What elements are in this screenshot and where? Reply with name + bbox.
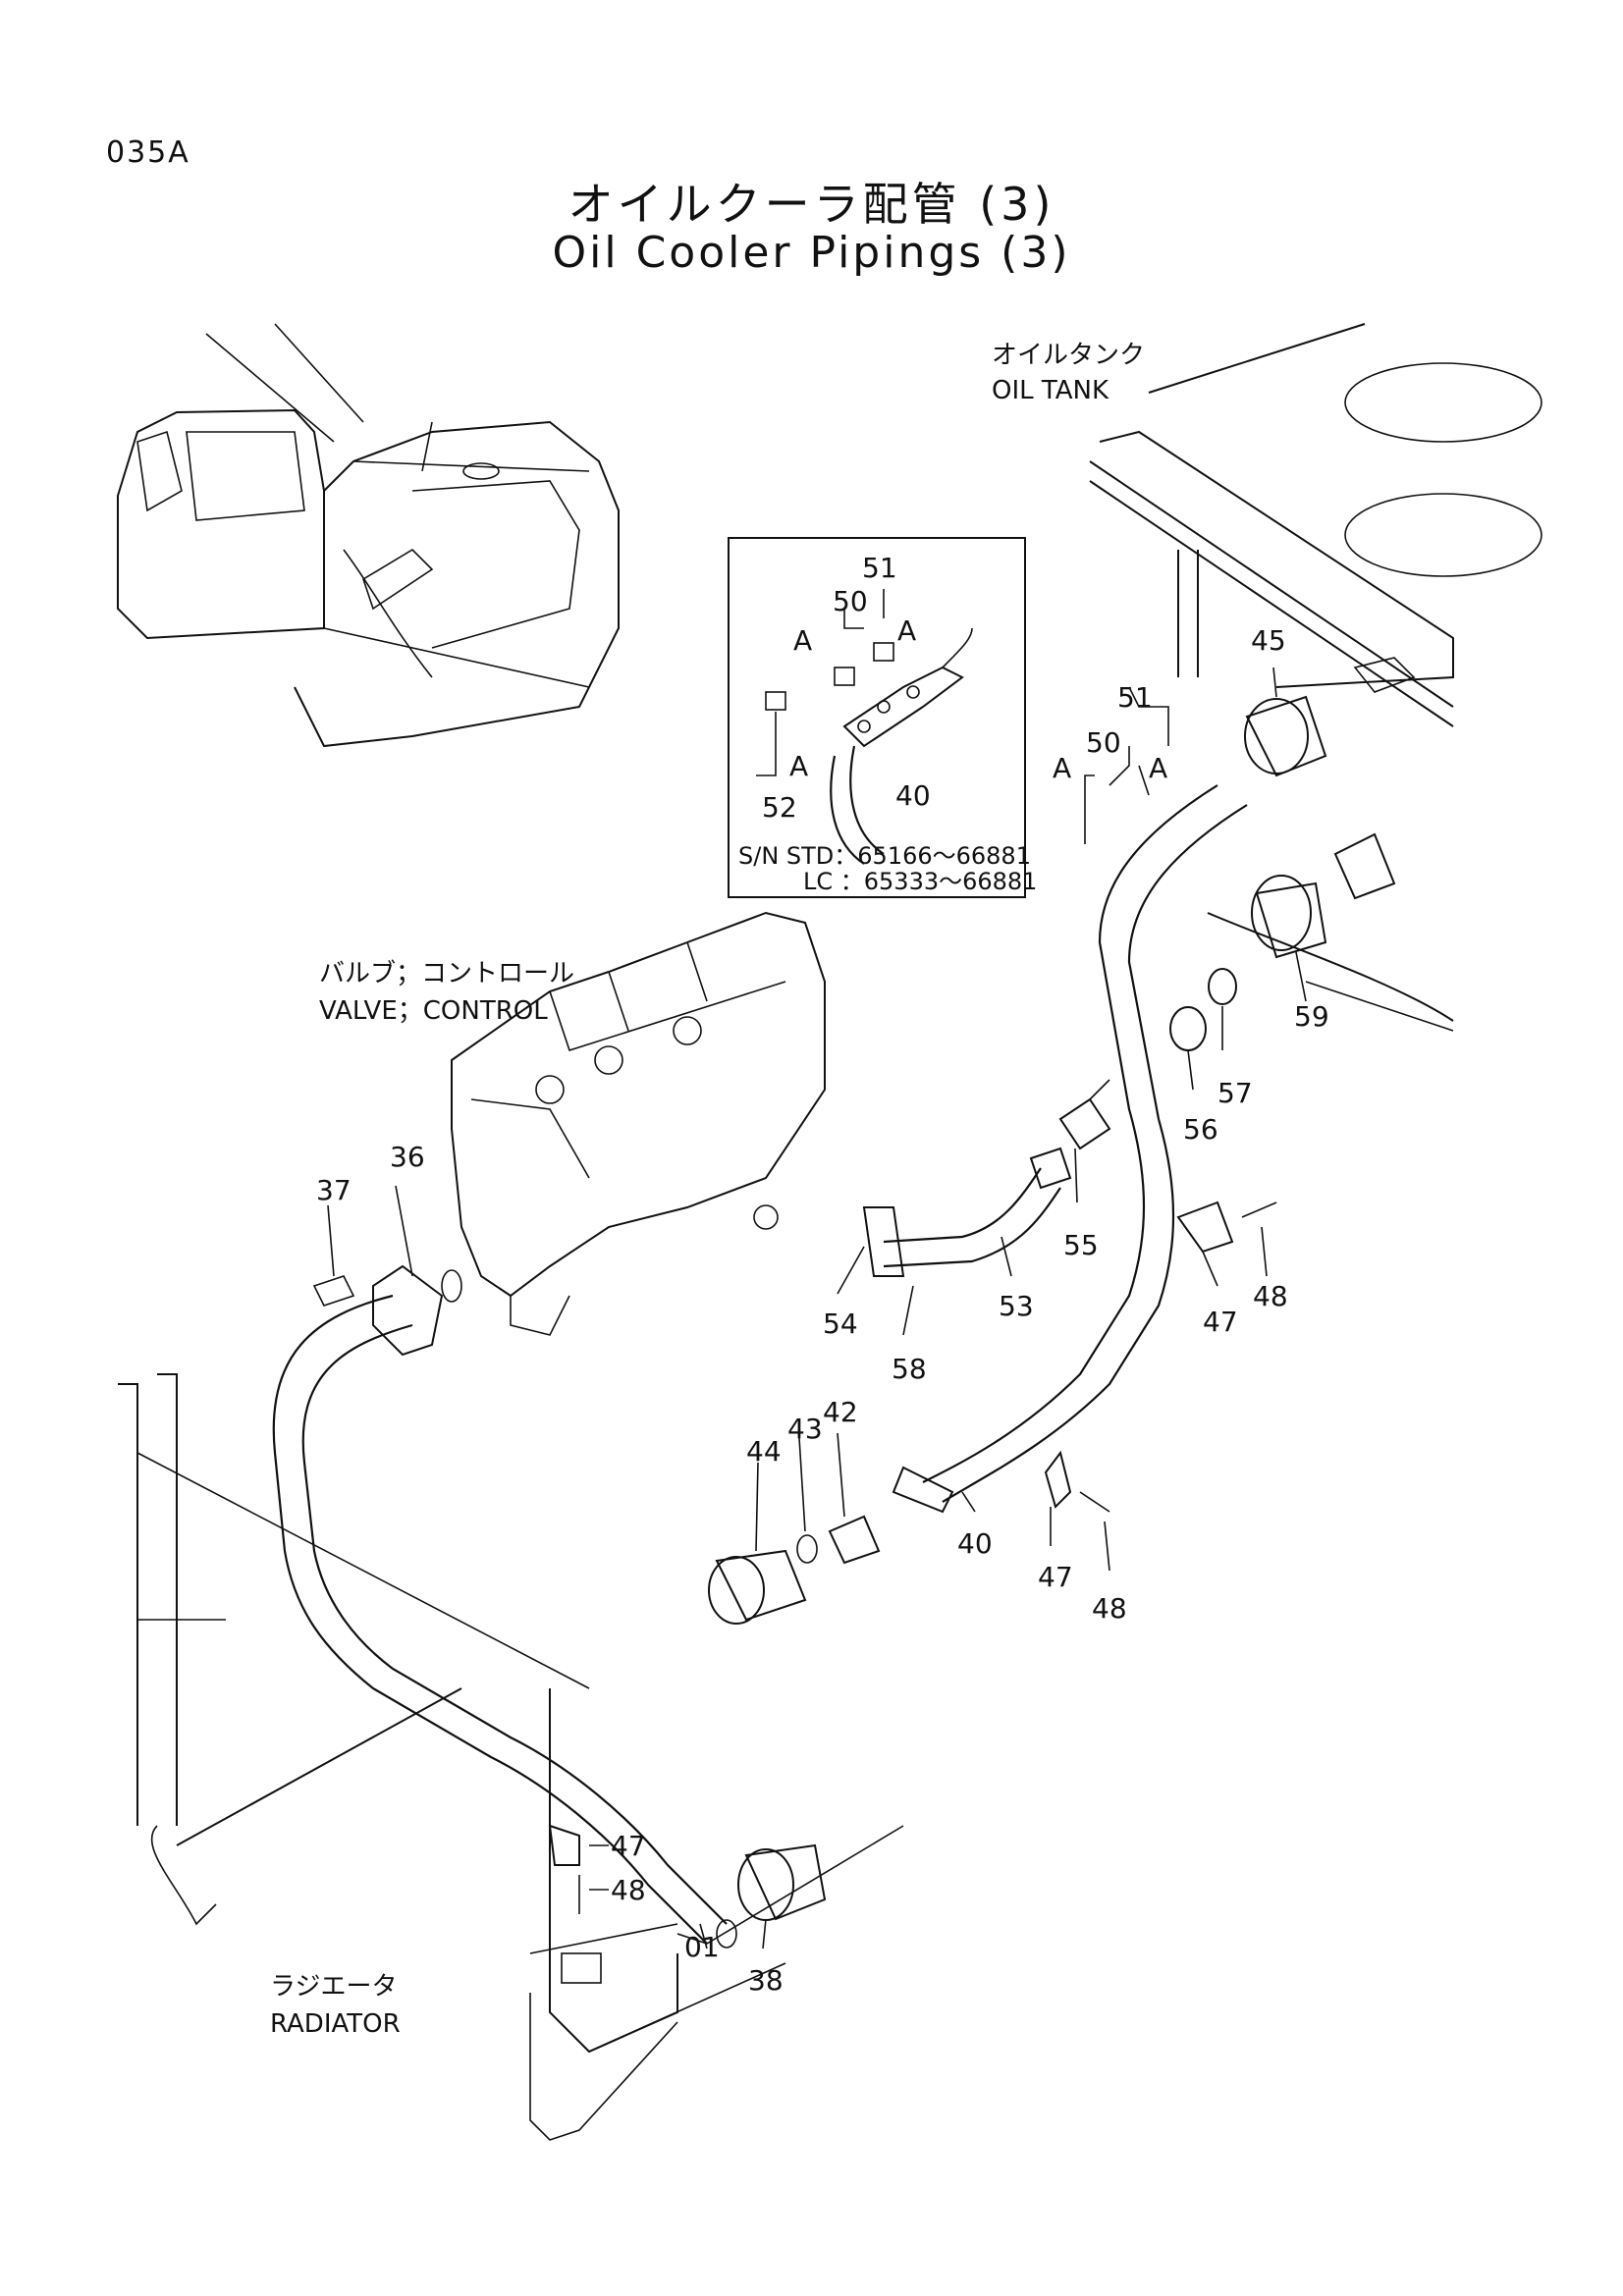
callout-51-inset: 51 — [862, 552, 897, 584]
callout-59: 59 — [1294, 1000, 1329, 1033]
hose-clamp-45-illustration — [1244, 695, 1327, 777]
serial-note-line-2: LC ：65333～66881 — [803, 868, 1037, 895]
callout-50-inset: 50 — [833, 585, 868, 617]
callout-48-middle: 48 — [1092, 1592, 1127, 1625]
pipe-01-illustration — [272, 1294, 737, 1949]
callout-38: 38 — [748, 1964, 784, 1997]
callout-45: 45 — [1251, 624, 1286, 657]
page-code: 035A — [106, 135, 190, 170]
callout-37: 37 — [316, 1174, 352, 1206]
callout-01: 01 — [684, 1931, 720, 1963]
flange-36-37-illustration — [312, 1264, 462, 1357]
oil-tank-illustration — [1089, 323, 1542, 1032]
view-mark-a-1: A — [1053, 752, 1071, 784]
callout-48-lower: 48 — [611, 1874, 646, 1906]
callout-40-inset: 40 — [895, 779, 931, 812]
radiator-label-japanese: ラジエータ — [270, 1972, 397, 2002]
callout-53: 53 — [999, 1290, 1034, 1322]
page-title-english: Oil Cooler Pipings (3) — [552, 228, 1071, 278]
callout-48-upper: 48 — [1253, 1280, 1288, 1312]
callout-40: 40 — [957, 1527, 993, 1560]
hose-40-illustration — [892, 784, 1248, 1514]
oil-tank-label-japanese: オイルタンク — [992, 341, 1145, 370]
page-title-japanese: オイルクーラ配管 (3) — [568, 178, 1055, 231]
radiator-illustration — [118, 1373, 904, 2141]
callout-44: 44 — [746, 1435, 782, 1468]
callout-57: 57 — [1217, 1077, 1253, 1109]
clamp-44-fittings-42-43-illustration — [708, 1515, 881, 1625]
view-mark-a-inset-2: A — [897, 614, 916, 647]
oil-tank-label-english: OIL TANK — [992, 376, 1109, 405]
serial-number-inset — [728, 537, 1026, 898]
radiator-label-english: RADIATOR — [270, 2009, 401, 2039]
serial-note-line-1: S/N STD：65166～66881 — [738, 842, 1031, 870]
clip-47-bolt-48-illustration — [548, 1201, 1277, 1914]
view-mark-a-inset-1: A — [793, 624, 812, 657]
excavator-overview-illustration — [117, 323, 620, 748]
hose-clamp-59-illustration — [1251, 832, 1396, 959]
callout-36: 36 — [390, 1141, 425, 1173]
callout-55: 55 — [1063, 1229, 1099, 1261]
adapter-55-illustration — [1058, 1079, 1111, 1150]
callout-43: 43 — [787, 1413, 823, 1445]
callout-52-inset: 52 — [762, 791, 797, 824]
pipe-53-illustration — [862, 1147, 1072, 1277]
control-valve-illustration — [451, 911, 826, 1336]
callout-numbers: 51 50 52 40 A A A 51 50 A A 45 59 57 56 … — [316, 552, 1329, 1997]
clamp-38-illustration — [737, 1843, 827, 1921]
callout-47-upper: 47 — [1203, 1306, 1238, 1338]
view-mark-a-inset-3: A — [789, 750, 808, 782]
callout-47-lower: 47 — [611, 1830, 646, 1862]
callout-47-middle: 47 — [1038, 1561, 1073, 1593]
callout-54: 54 — [823, 1308, 858, 1340]
callout-42: 42 — [823, 1396, 858, 1428]
valve-label-english: VALVE；CONTROL — [319, 996, 548, 1026]
callout-56: 56 — [1183, 1113, 1218, 1146]
leader-lines — [327, 667, 1307, 1949]
callout-50: 50 — [1086, 726, 1121, 759]
callout-51: 51 — [1117, 681, 1153, 714]
valve-label-japanese: バルブ；コントロール — [319, 959, 574, 988]
view-mark-a-2: A — [1149, 752, 1167, 784]
fittings-56-57-illustration — [1169, 968, 1237, 1051]
callout-58: 58 — [892, 1353, 927, 1385]
